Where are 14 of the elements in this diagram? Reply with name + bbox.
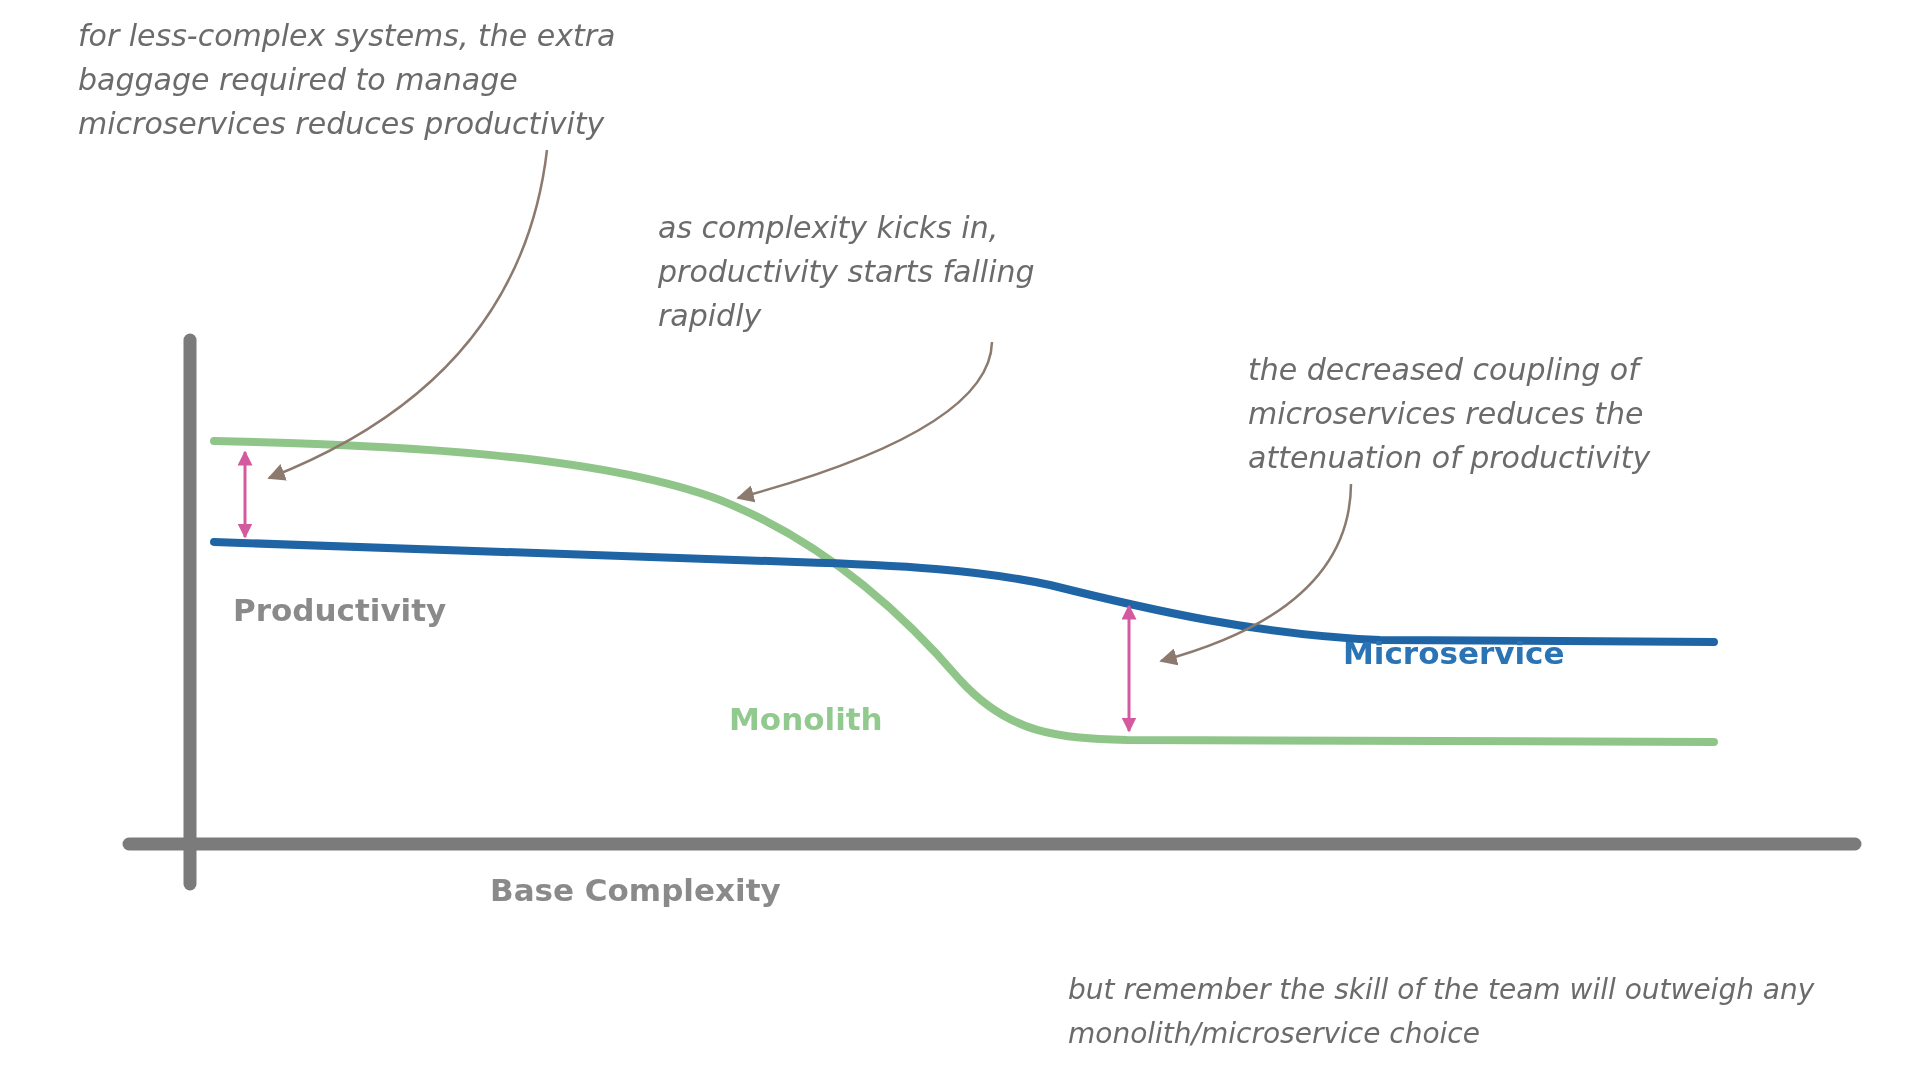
axis-label: Base Complexity — [490, 872, 781, 908]
annotation-text: as complexity kicks in, productivity starts falling rapidly — [658, 206, 1128, 342]
annotation-text: for less-complex systems, the extra baggage required to manage microservices reduces productivity — [78, 14, 718, 150]
annotation-text: the decreased coupling of microservices reduces the attenuation of productivity — [1248, 348, 1788, 484]
note-text: but remember the skill of the team will outweigh any monolith/microservice choice — [1068, 972, 1816, 1052]
curve-label: Monolith — [729, 701, 883, 737]
leader-arrow — [736, 341, 994, 503]
productivity-curve — [210, 437, 1718, 746]
leader-arrow — [267, 149, 549, 480]
curve-label: Microservice — [1343, 635, 1565, 671]
axis-label: Productivity — [233, 592, 447, 628]
double-arrow — [1121, 604, 1137, 733]
double-arrow — [237, 450, 253, 539]
leader-arrow — [1159, 483, 1353, 665]
